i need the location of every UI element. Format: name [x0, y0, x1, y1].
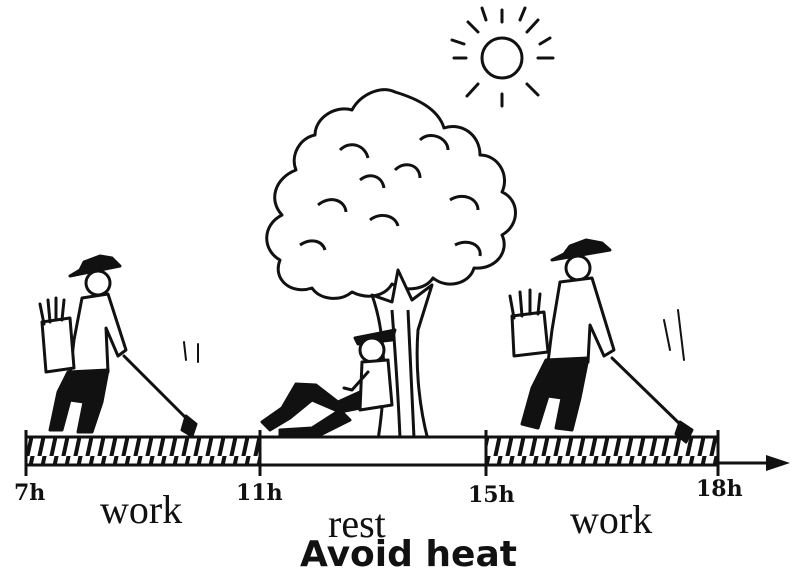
timeline-bar [26, 430, 790, 476]
segment-label-work-2: work [570, 496, 652, 543]
tick-label-15h: 15h [468, 482, 515, 508]
sun-icon [452, 8, 553, 106]
work-segment-2 [486, 437, 718, 465]
tick-label-7h: 7h [14, 480, 45, 506]
resting-person-icon [262, 330, 395, 438]
rest-segment [260, 437, 486, 465]
worker-left-icon [40, 256, 198, 436]
tick-label-11h: 11h [236, 480, 283, 506]
work-segment-1 [26, 437, 260, 465]
segment-label-work-1: work [100, 486, 182, 533]
diagram-title: Avoid heat [300, 534, 517, 575]
tick-label-18h: 18h [696, 476, 743, 502]
arrow-head-icon [766, 455, 790, 471]
worker-right-icon [510, 240, 692, 442]
